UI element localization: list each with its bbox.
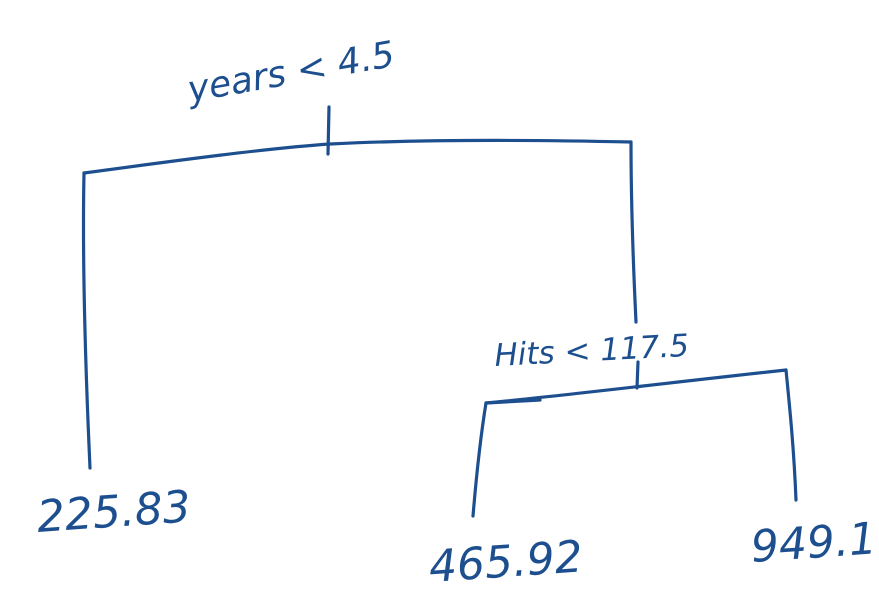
- root-stem: [326, 105, 331, 156]
- leaf-label-left: 225.83: [35, 481, 192, 543]
- root-split-label: years < 4.5: [183, 34, 397, 111]
- inner-split-label: Hits < 117.5: [494, 328, 690, 374]
- root-bar: [82, 138, 633, 175]
- inner-bar-tick: [484, 398, 542, 405]
- inner-stem: [635, 360, 640, 390]
- right-branch: [629, 140, 638, 324]
- leaf-label-right: 949.17: [749, 511, 879, 573]
- leaf-label-middle: 465.92: [427, 531, 584, 593]
- inner-left-branch: [471, 401, 488, 518]
- inner-right-branch: [784, 368, 798, 502]
- left-branch: [81, 171, 92, 470]
